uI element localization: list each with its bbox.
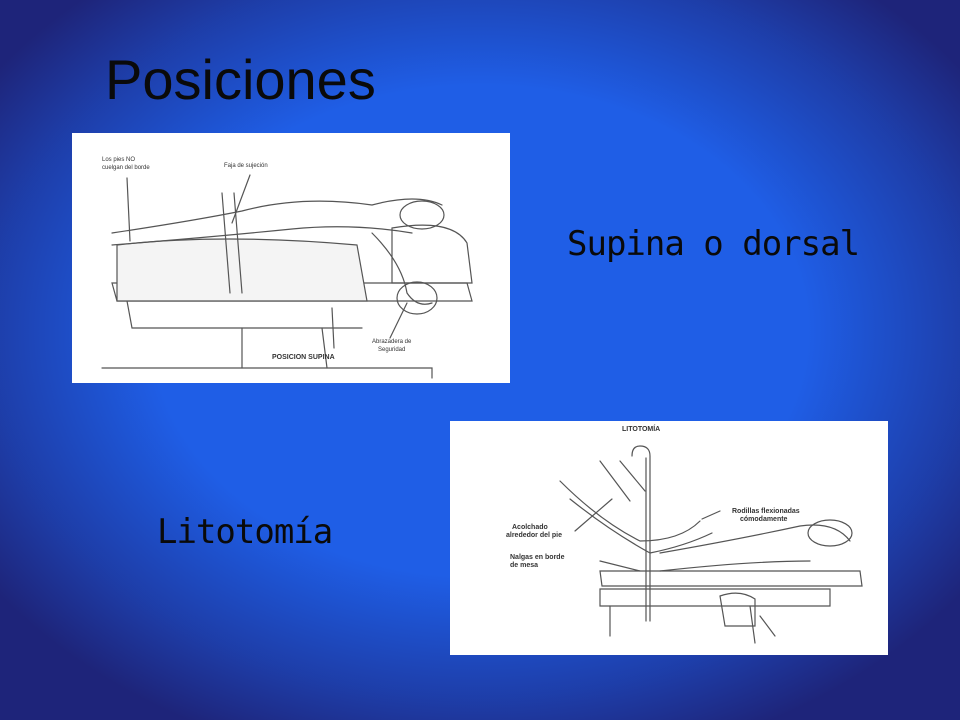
label-knees: Rodillas flexionadas bbox=[732, 508, 800, 515]
label-strap: Faja de sujeción bbox=[224, 163, 268, 169]
lithotomy-position-illustration: LITOTOMÍA Acolchado alrededor del pie Na… bbox=[450, 421, 888, 655]
label-title: LITOTOMÍA bbox=[622, 424, 660, 433]
label-feet-2: cuelgan del borde bbox=[102, 165, 150, 171]
label-cuff: Abrazadera de bbox=[372, 339, 412, 345]
slide-title: Posiciones bbox=[105, 48, 376, 111]
label-padding: Acolchado bbox=[512, 524, 548, 531]
label-padding-2: alrededor del pie bbox=[506, 532, 562, 539]
supine-position-illustration: Los pies NO cuelgan del borde Faja de su… bbox=[72, 133, 510, 383]
label-cuff-2: Seguridad bbox=[378, 347, 405, 353]
label-feet: Los pies NO bbox=[102, 157, 135, 163]
label-buttocks-2: de mesa bbox=[510, 562, 538, 569]
caption-supine: Supina o dorsal bbox=[567, 224, 860, 264]
caption-lithotomy: Litotomía bbox=[157, 512, 333, 552]
label-knees-2: cómodamente bbox=[740, 516, 788, 523]
label-buttocks: Nalgas en borde bbox=[510, 554, 565, 561]
label-position: POSICION SUPINA bbox=[272, 354, 335, 361]
